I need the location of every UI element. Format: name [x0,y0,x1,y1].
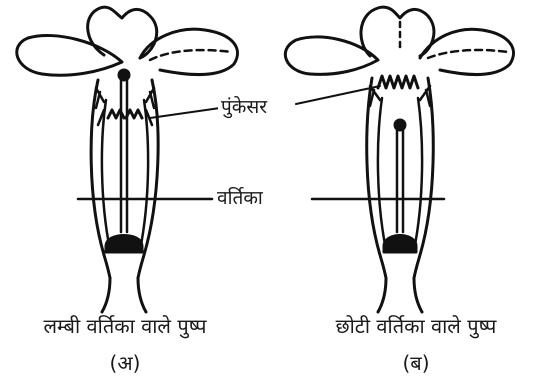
flower-b-style [397,130,403,232]
style-label: वर्तिका [214,186,266,210]
flower-a-marker: (अ) [0,350,250,376]
flower-a-stigma [119,70,129,80]
flower-b-petal-right-dashed [428,50,508,58]
flower-a-petal-left [17,35,122,75]
flower-b-petal-top [361,7,434,56]
flower-b-sepal-lines-right [420,86,430,106]
flower-b-marker: (ब) [291,350,541,376]
flower-b-tube-inner-right [414,98,422,250]
flower-b-petal-left [285,37,378,74]
flower-a-stamens [108,110,142,118]
stamen-label: पुंकेसर [218,95,270,119]
flower-long-style [17,7,238,312]
flower-a-petal-right-dashed [150,50,232,60]
flower-a-style [121,80,127,232]
flower-b-tube-inner-left [378,98,386,250]
flower-b-stigma [395,120,405,130]
flower-b-stamens [378,76,418,88]
flower-b-caption: छोटी वर्तिका वाले पुष्प [291,313,541,339]
flower-a-tube-inner-left [102,100,110,250]
stamen-leader-line-a [150,108,220,118]
flower-b-ovary [384,236,416,253]
flower-b-pedicel [378,278,422,312]
flower-a-tube-inner-right [140,100,148,250]
flower-a-pedicel [102,278,146,312]
flower-short-style [285,7,513,312]
flower-a-caption: लम्बी वर्तिका वाले पुष्प [0,313,250,339]
flower-a-ovary [106,236,142,253]
